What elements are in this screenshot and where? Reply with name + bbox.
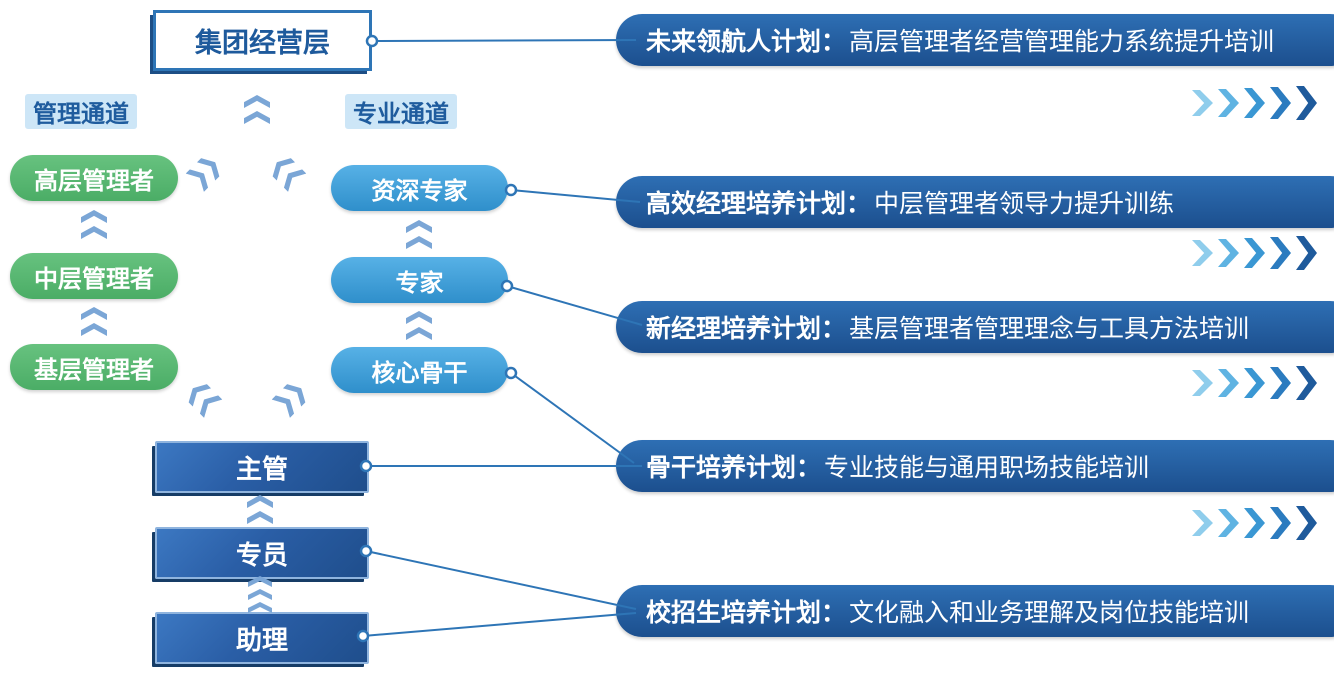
up-arrow-icon [406, 220, 432, 249]
program-bar-campus-recruit: 校招生培养计划：文化融入和业务理解及岗位技能培训 [616, 585, 1334, 637]
program-desc: 基层管理者管理理念与工具方法培训 [849, 315, 1250, 343]
node-senior-expert: 资深专家 [331, 165, 508, 211]
forward-chevrons-icon [1192, 506, 1317, 540]
program-bar-future-navigator: 未来领航人计划：高层管理者经营管理能力系统提升培训 [616, 14, 1334, 66]
channel-label-professional: 专业通道 [345, 94, 457, 129]
program-desc: 中层管理者领导力提升训练 [874, 190, 1175, 218]
node-supervisor: 主管 [155, 441, 369, 493]
node-specialist: 专员 [155, 527, 369, 579]
diagonal-up-left-arrow-icon [184, 379, 223, 418]
up-arrow-icon [248, 576, 272, 613]
program-title: 新经理培养计划： [646, 315, 847, 343]
up-arrow-icon [244, 95, 270, 124]
diagonal-up-left-arrow-icon [268, 153, 307, 192]
up-arrow-icon [81, 307, 107, 336]
program-desc: 高层管理者经营管理能力系统提升培训 [849, 28, 1275, 56]
node-senior-manager: 高层管理者 [10, 155, 178, 201]
program-title: 骨干培养计划： [646, 454, 822, 482]
node-grassroots-manager: 基层管理者 [10, 344, 178, 390]
connector-line [371, 39, 637, 42]
forward-chevrons-icon [1192, 236, 1317, 270]
node-core-backbone: 核心骨干 [331, 347, 508, 393]
up-arrow-icon [247, 495, 273, 524]
node-middle-manager: 中层管理者 [10, 253, 178, 299]
forward-chevrons-icon [1192, 86, 1317, 120]
program-title: 校招生培养计划： [646, 599, 847, 627]
connector-line [362, 612, 637, 637]
program-desc: 专业技能与通用职场技能培训 [824, 454, 1150, 482]
up-arrow-icon [406, 311, 432, 340]
program-title: 高效经理培养计划： [646, 190, 872, 218]
node-group-management: 集团经营层 [153, 10, 372, 71]
up-arrow-icon [81, 210, 107, 239]
forward-chevrons-icon [1192, 366, 1317, 400]
node-expert: 专家 [331, 257, 508, 303]
program-bar-efficient-manager: 高效经理培养计划：中层管理者领导力提升训练 [616, 176, 1334, 228]
program-bar-new-manager: 新经理培养计划：基层管理者管理理念与工具方法培训 [616, 301, 1334, 353]
diagonal-up-right-arrow-icon [272, 379, 311, 418]
program-desc: 文化融入和业务理解及岗位技能培训 [849, 599, 1250, 627]
program-bar-backbone: 骨干培养计划：专业技能与通用职场技能培训 [616, 440, 1334, 492]
channel-label-management: 管理通道 [25, 94, 137, 129]
program-title: 未来领航人计划： [646, 28, 847, 56]
connector-line [510, 372, 635, 464]
node-assistant: 助理 [155, 612, 369, 664]
connector-line [365, 550, 637, 610]
diagonal-up-right-arrow-icon [186, 153, 225, 192]
